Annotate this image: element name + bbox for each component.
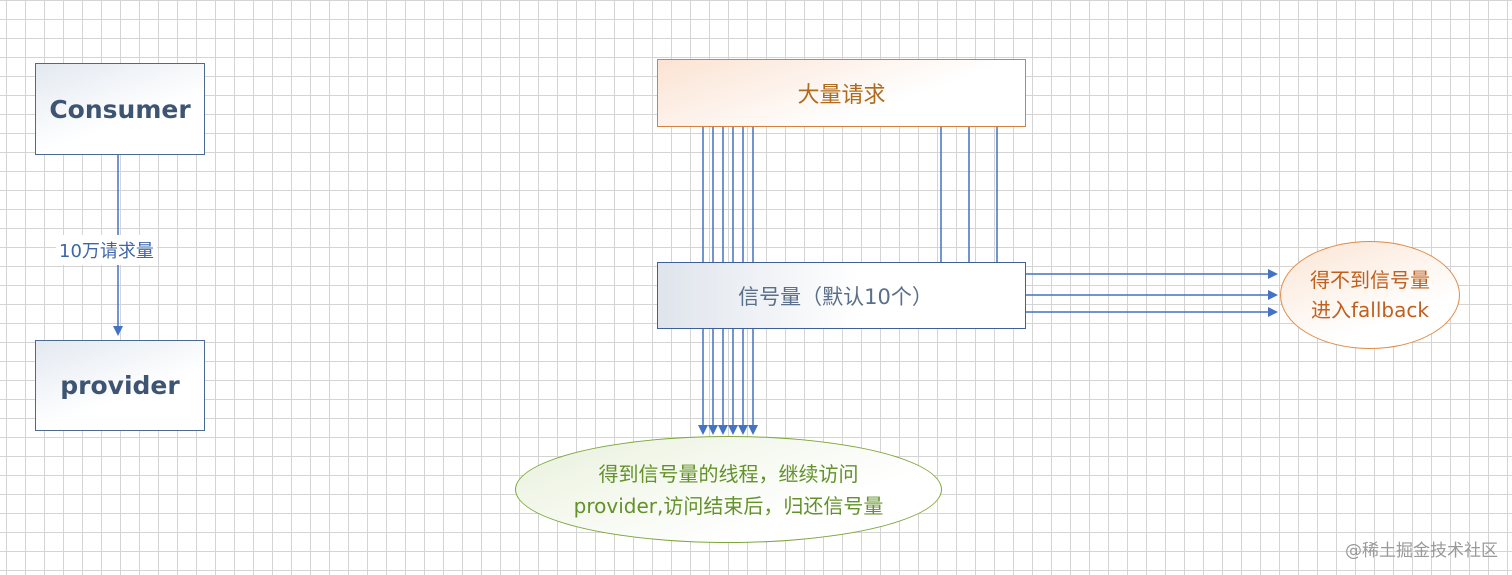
consumer-node: Consumer (35, 63, 205, 155)
semaphore-label: 信号量（默认10个） (738, 284, 933, 309)
bulk-requests-node: 大量请求 (657, 59, 1026, 127)
consumer-label: Consumer (49, 94, 191, 124)
fallback-flow-arrow (996, 127, 1278, 279)
provider-node: provider (35, 340, 205, 431)
bulk-requests-label: 大量请求 (797, 83, 886, 108)
provider-label: provider (60, 371, 180, 400)
watermark-text: @稀土掘金技术社区 (1345, 541, 1498, 561)
acquired-label-line1: 得到信号量的线程，继续访问 (598, 461, 859, 486)
semaphore-node: 信号量（默认10个） (657, 262, 1026, 329)
fallback-label-line1: 得不到信号量 (1310, 268, 1430, 292)
fallback-node: 得不到信号量 进入fallback (1280, 241, 1460, 349)
fallback-label-line2: 进入fallback (1311, 298, 1429, 322)
acquired-threads-node: 得到信号量的线程，继续访问 provider,访问结束后，归还信号量 (515, 436, 942, 543)
acquired-label-line2: provider,访问结束后，归还信号量 (573, 493, 884, 518)
request-volume-label: 10万请求量 (56, 235, 157, 265)
